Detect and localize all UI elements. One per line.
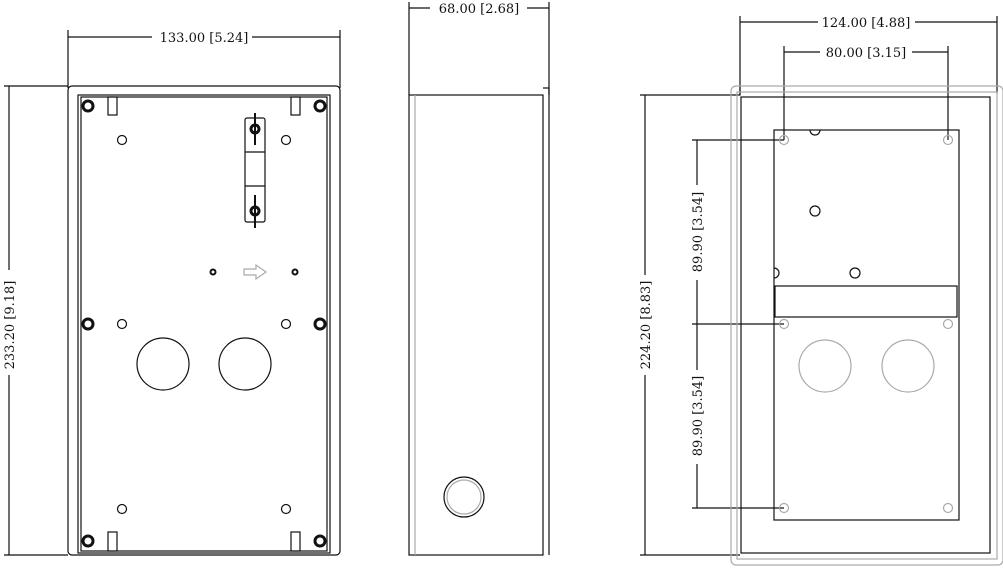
cable-knockout [881,339,935,393]
back-width-dimension: 124.00 [4.88] [739,16,998,94]
front-height-dimension: 233.20 [9.18] [3,85,68,556]
front-height-label: 233.20 [9.18] [3,281,18,370]
back-flange-outline [730,85,1003,566]
screw-holes [81,99,327,548]
lower-spacing-label: 89.90 [3.54] [691,376,706,456]
mount-holes [116,134,299,515]
front-width-label: 133.00 [5.24] [160,31,249,46]
vertical-spacing-dimensions: 89.90 [3.54] 89.90 [3.54] [691,139,784,509]
hole-spacing-label: 80.00 [3.15] [826,46,906,61]
back-height-dimension: 224.20 [8.83] [639,86,741,556]
side-depth-label: 68.00 [2.68] [439,2,519,17]
tab [290,531,301,552]
arrow-icon [243,263,268,281]
front-box-outline [67,85,341,556]
mounting-plate [773,129,960,521]
back-height-label: 224.20 [8.83] [639,281,654,370]
back-view: 124.00 [4.88] 80.00 [3.15] 224.20 [8.83]… [639,16,1003,566]
tab [107,96,118,116]
hole-spacing-dimension: 80.00 [3.15] [783,46,949,140]
front-width-dimension: 133.00 [5.24] [67,30,341,88]
side-knockout [443,476,485,518]
back-width-label: 124.00 [4.88] [822,16,911,31]
plate-band [774,285,958,318]
bracket [244,113,266,228]
plate-holes [773,129,954,514]
tab [107,531,118,552]
side-outline [408,94,544,556]
cable-knockout [218,337,272,391]
front-inner-outline [77,94,331,554]
tab [290,96,301,116]
cable-knockout [798,339,852,393]
back-box-outline [740,96,991,554]
upper-spacing-label: 89.90 [3.54] [691,192,706,272]
cable-knockout [136,337,190,391]
side-depth-dimension: 68.00 [2.68] [408,2,550,95]
front-view: 133.00 [5.24] 233.20 [9.18] [3,30,341,556]
side-view: 68.00 [2.68] [408,2,550,556]
